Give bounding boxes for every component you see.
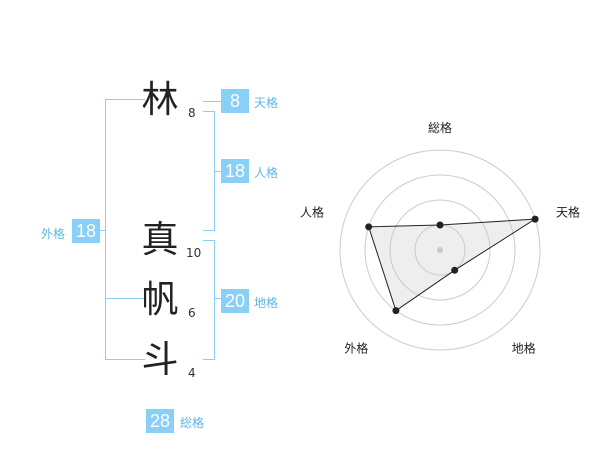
radar-point-5: [365, 223, 373, 231]
soukaku-label: 総格: [180, 416, 205, 430]
radar-point-3: [451, 266, 459, 274]
radar-axis-label-4: 外格: [344, 341, 368, 356]
radar-point-4: [392, 307, 400, 315]
chikaku-connector: [214, 298, 221, 299]
chikaku-label: 地格: [254, 296, 279, 310]
name-char-4: 斗: [141, 338, 179, 381]
tenkaku-tick: [203, 101, 221, 102]
radar-point-1: [436, 221, 444, 229]
radar-axis-label-3: 地格: [512, 341, 536, 356]
gaikaku-bracket: [105, 99, 145, 360]
radar-value-polygon: [367, 218, 536, 312]
jinkaku-value-badge: 18: [221, 159, 249, 183]
tenkaku-label: 天格: [254, 96, 279, 110]
radar-ring-3: [364, 174, 516, 326]
radar-ring-2: [389, 199, 491, 301]
gaikaku-bracket-mid-tick: [105, 298, 145, 299]
gaikaku-connector: [100, 230, 106, 231]
name-char-2-strokes: 10: [186, 246, 202, 260]
radar-ring-4: [339, 149, 541, 351]
name-char-1: 林: [141, 78, 179, 121]
name-char-3-strokes: 6: [188, 306, 196, 320]
radar-axis-label-2: 天格: [556, 204, 580, 219]
soukaku-value-badge: 28: [146, 409, 174, 433]
radar-center-dot: [437, 247, 443, 253]
name-char-1-strokes: 8: [188, 106, 196, 120]
gaikaku-value-badge: 18: [72, 219, 100, 243]
gaikaku-label: 外格: [41, 227, 66, 241]
radar-axis-label-1: 総格: [428, 120, 452, 135]
name-char-3: 帆: [141, 278, 179, 321]
radar-axis-label-5: 人格: [300, 204, 324, 219]
radar-point-2: [531, 215, 539, 223]
chikaku-bracket: [203, 240, 215, 360]
name-char-4-strokes: 4: [188, 366, 196, 380]
tenkaku-value-badge: 8: [221, 89, 249, 113]
chikaku-value-badge: 20: [221, 289, 249, 313]
name-char-2: 真: [141, 218, 179, 261]
jinkaku-label: 人格: [254, 166, 279, 180]
jinkaku-connector: [214, 171, 221, 172]
